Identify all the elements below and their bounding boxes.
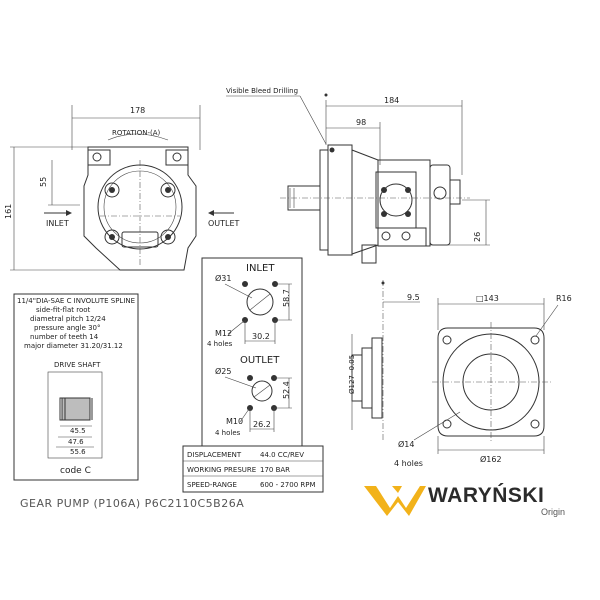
brand-sub: Origin [541, 507, 566, 517]
spline-line-2: side-fit-flat root [36, 306, 91, 314]
inlet-dim-h: 30.2 [252, 332, 270, 341]
spline-line-3: diametral pitch 12/24 [30, 315, 106, 323]
drawing-title: GEAR PUMP (P106A) P6C2110C5B26A [20, 497, 245, 510]
bleed-label: Visible Bleed Drilling [226, 87, 298, 95]
dim-161: 161 [4, 204, 13, 219]
spline-line-4: pressure angle 30° [34, 324, 101, 332]
brand-name: WARYŃSKI [428, 484, 545, 507]
spec-label-1: WORKING PRESURE [187, 466, 256, 474]
outlet-holes: 4 holes [215, 429, 241, 437]
outlet-dim-h: 26.2 [253, 420, 271, 429]
flange-dim-radius: R16 [556, 294, 572, 303]
dim-98: 98 [356, 118, 366, 127]
code-label: code C [60, 466, 91, 476]
rotation-label: ROTATION-(A) [112, 129, 160, 137]
spline-line-1: 11/4"DIA-SAE C INVOLUTE SPLINE [17, 297, 135, 305]
outlet-dia: Ø25 [215, 366, 231, 376]
outlet-dim-v: 52.4 [282, 381, 291, 399]
outlet-thread: M10 [226, 417, 243, 426]
outlet-title: OUTLET [240, 355, 280, 366]
spline-line-5: number of teeth 14 [30, 333, 99, 341]
inlet-dim-v: 58.7 [282, 289, 291, 307]
spline-box: 11/4"DIA-SAE C INVOLUTE SPLINE side-fit-… [13, 293, 139, 481]
flange-view: 9.5 □143 R16 Ø127 -0.05 Ø14 4 holes Ø162 [348, 280, 572, 468]
spline-line-6: major diameter 31.20/31.12 [24, 342, 123, 350]
shaft-dim-b: 47.6 [68, 438, 84, 446]
flange-dim-hole: Ø14 [398, 439, 414, 449]
port-details: INLET Ø31 58.7 30.2 M12 4 holes OUTLET Ø… [201, 257, 303, 447]
spec-value-1: 170 BAR [260, 466, 290, 474]
dim-55: 55 [39, 177, 48, 187]
flange-dim-square: □143 [476, 294, 499, 303]
spec-table: DISPLACEMENT 44.0 CC/REV WORKING PRESURE… [182, 445, 324, 493]
inlet-thread: M12 [215, 329, 232, 338]
spec-value-2: 600 - 2700 RPM [260, 481, 316, 489]
flange-dim-pilot: Ø127 -0.05 [348, 355, 356, 394]
inlet-dia: Ø31 [215, 273, 231, 283]
outlet-label: OUTLET [208, 219, 240, 228]
spec-value-0: 44.0 CC/REV [260, 451, 304, 459]
dim-178: 178 [130, 106, 145, 115]
shaft-dim-a: 45.5 [70, 427, 86, 435]
inlet-holes: 4 holes [207, 340, 233, 348]
inlet-label: INLET [46, 219, 69, 228]
flange-holes: 4 holes [394, 459, 423, 468]
dim-26: 26 [473, 232, 482, 242]
flange-dim-bolt-circle: Ø162 [480, 454, 502, 464]
shaft-dim-c: 55.6 [70, 448, 86, 456]
drive-shaft-title: DRIVE SHAFT [54, 361, 101, 369]
spec-label-0: DISPLACEMENT [187, 451, 242, 459]
spec-label-2: SPEED-RANGE [187, 481, 237, 489]
front-view: 178 ROTATION-(A) 161 55 INLE [4, 105, 240, 271]
side-view: Visible Bleed Drilling 184 98 [226, 87, 490, 264]
inlet-title: INLET [246, 263, 275, 274]
brand-logo-mark [364, 486, 426, 516]
dim-184: 184 [384, 96, 399, 105]
flange-dim-offset: 9.5 [407, 293, 420, 302]
